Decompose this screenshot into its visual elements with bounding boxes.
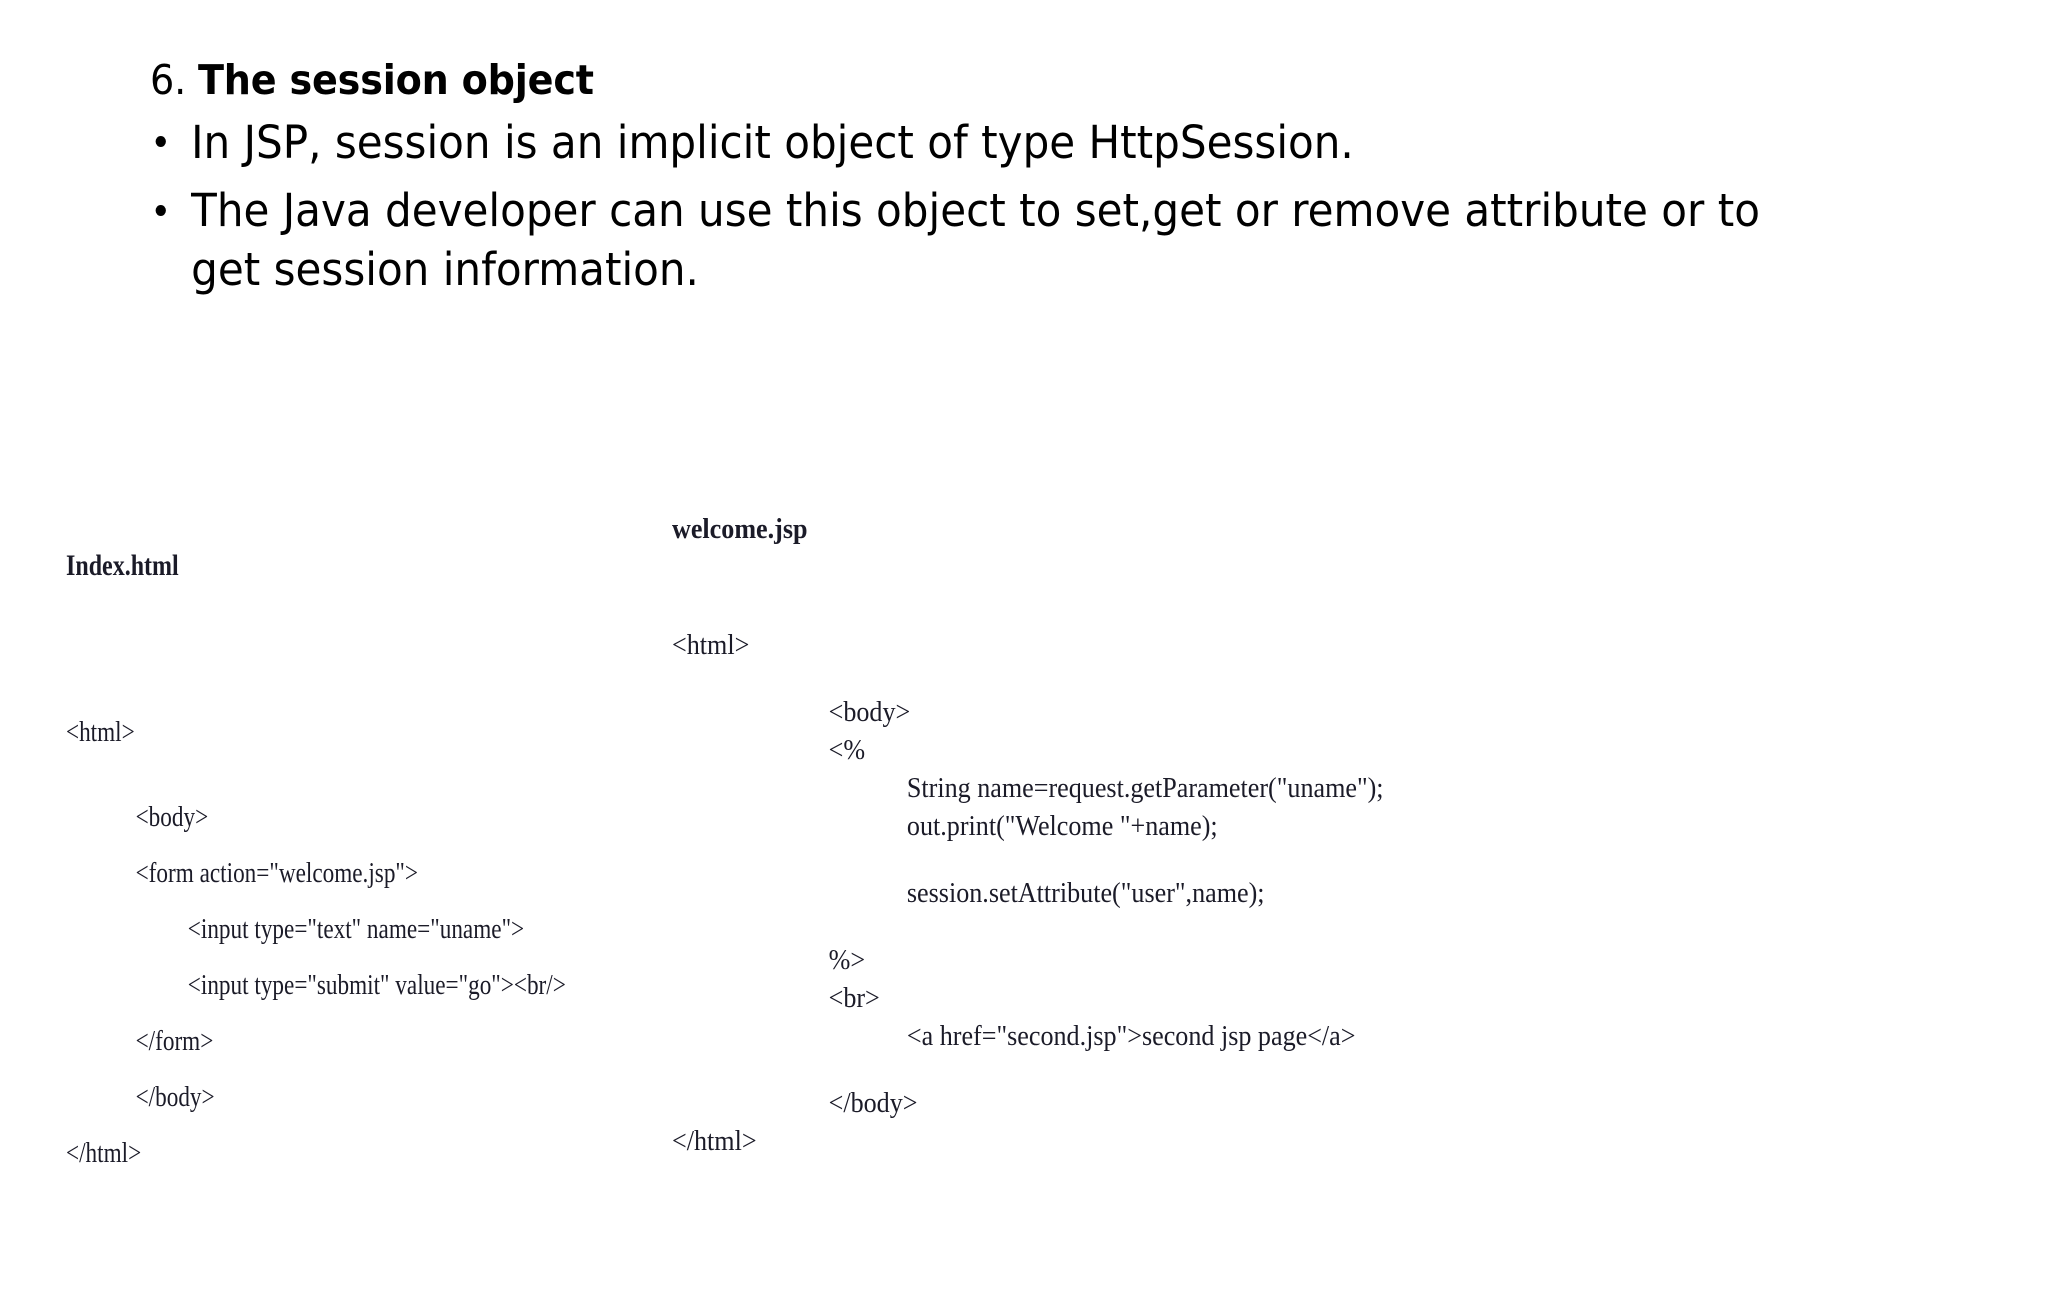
code-line: <input type="text" name="uname"> [66, 913, 525, 945]
code-panel-index-html: Index.html <html> <body> <form action="w… [66, 428, 566, 1293]
bullet-dot-icon [155, 204, 166, 216]
code-line: out.print("Welcome "+name); [672, 810, 1218, 842]
code-line: <body> [66, 801, 209, 833]
code-blank-line [672, 1055, 1384, 1084]
code-line: <form action="welcome.jsp"> [66, 857, 418, 889]
code-line: <html> [672, 629, 750, 661]
slide-canvas: 6. The session object In JSP, session is… [66, 56, 1910, 1169]
code-panel-welcome-jsp: welcome.jsp <html> <body> <% String name… [672, 432, 1384, 1236]
code-line: </body> [66, 1081, 215, 1113]
code-line: %> [672, 944, 866, 976]
code-blank-line [672, 845, 1384, 874]
slide-text-block: 6. The session object In JSP, session is… [150, 56, 1910, 300]
code-line: </html> [66, 1137, 142, 1169]
code-line: <a href="second.jsp">second jsp page</a> [672, 1020, 1356, 1052]
bullet-item-1: In JSP, session is an implicit object of… [150, 114, 1796, 173]
bullet-item-2: The Java developer can use this object t… [150, 182, 1796, 299]
code-line: String name=request.getParameter("uname"… [672, 772, 1384, 804]
code-line: <input type="submit" value="go"><br/> [66, 969, 566, 1001]
code-blank-line [672, 912, 1384, 941]
bullet-text-2: The Java developer can use this object t… [191, 184, 1760, 296]
code-panel-body: <html> <body> <form action="welcome.jsp"… [66, 704, 566, 1181]
code-line: </html> [672, 1125, 757, 1157]
code-blank-line [672, 664, 1384, 693]
code-line: </body> [672, 1087, 918, 1119]
bullet-dot-icon [155, 136, 166, 148]
code-line: </form> [66, 1025, 214, 1057]
code-line: <body> [672, 696, 911, 728]
title-number: 6. [150, 56, 198, 104]
code-line: <html> [66, 716, 135, 748]
code-line: <br> [672, 982, 880, 1014]
code-line: session.setAttribute("user",name); [672, 877, 1265, 909]
code-panel-body: <html> <body> <% String name=request.get… [672, 626, 1384, 1160]
code-line: <% [672, 734, 866, 766]
code-blank-line [66, 760, 566, 789]
code-panel-title: Index.html [66, 549, 179, 582]
page-title: 6. The session object [150, 56, 1787, 104]
code-panel-title: welcome.jsp [672, 513, 808, 545]
bullet-text-1: In JSP, session is an implicit object of… [191, 115, 1354, 169]
title-text: The session object [197, 56, 594, 104]
bullet-list: In JSP, session is an implicit object of… [150, 114, 1910, 300]
